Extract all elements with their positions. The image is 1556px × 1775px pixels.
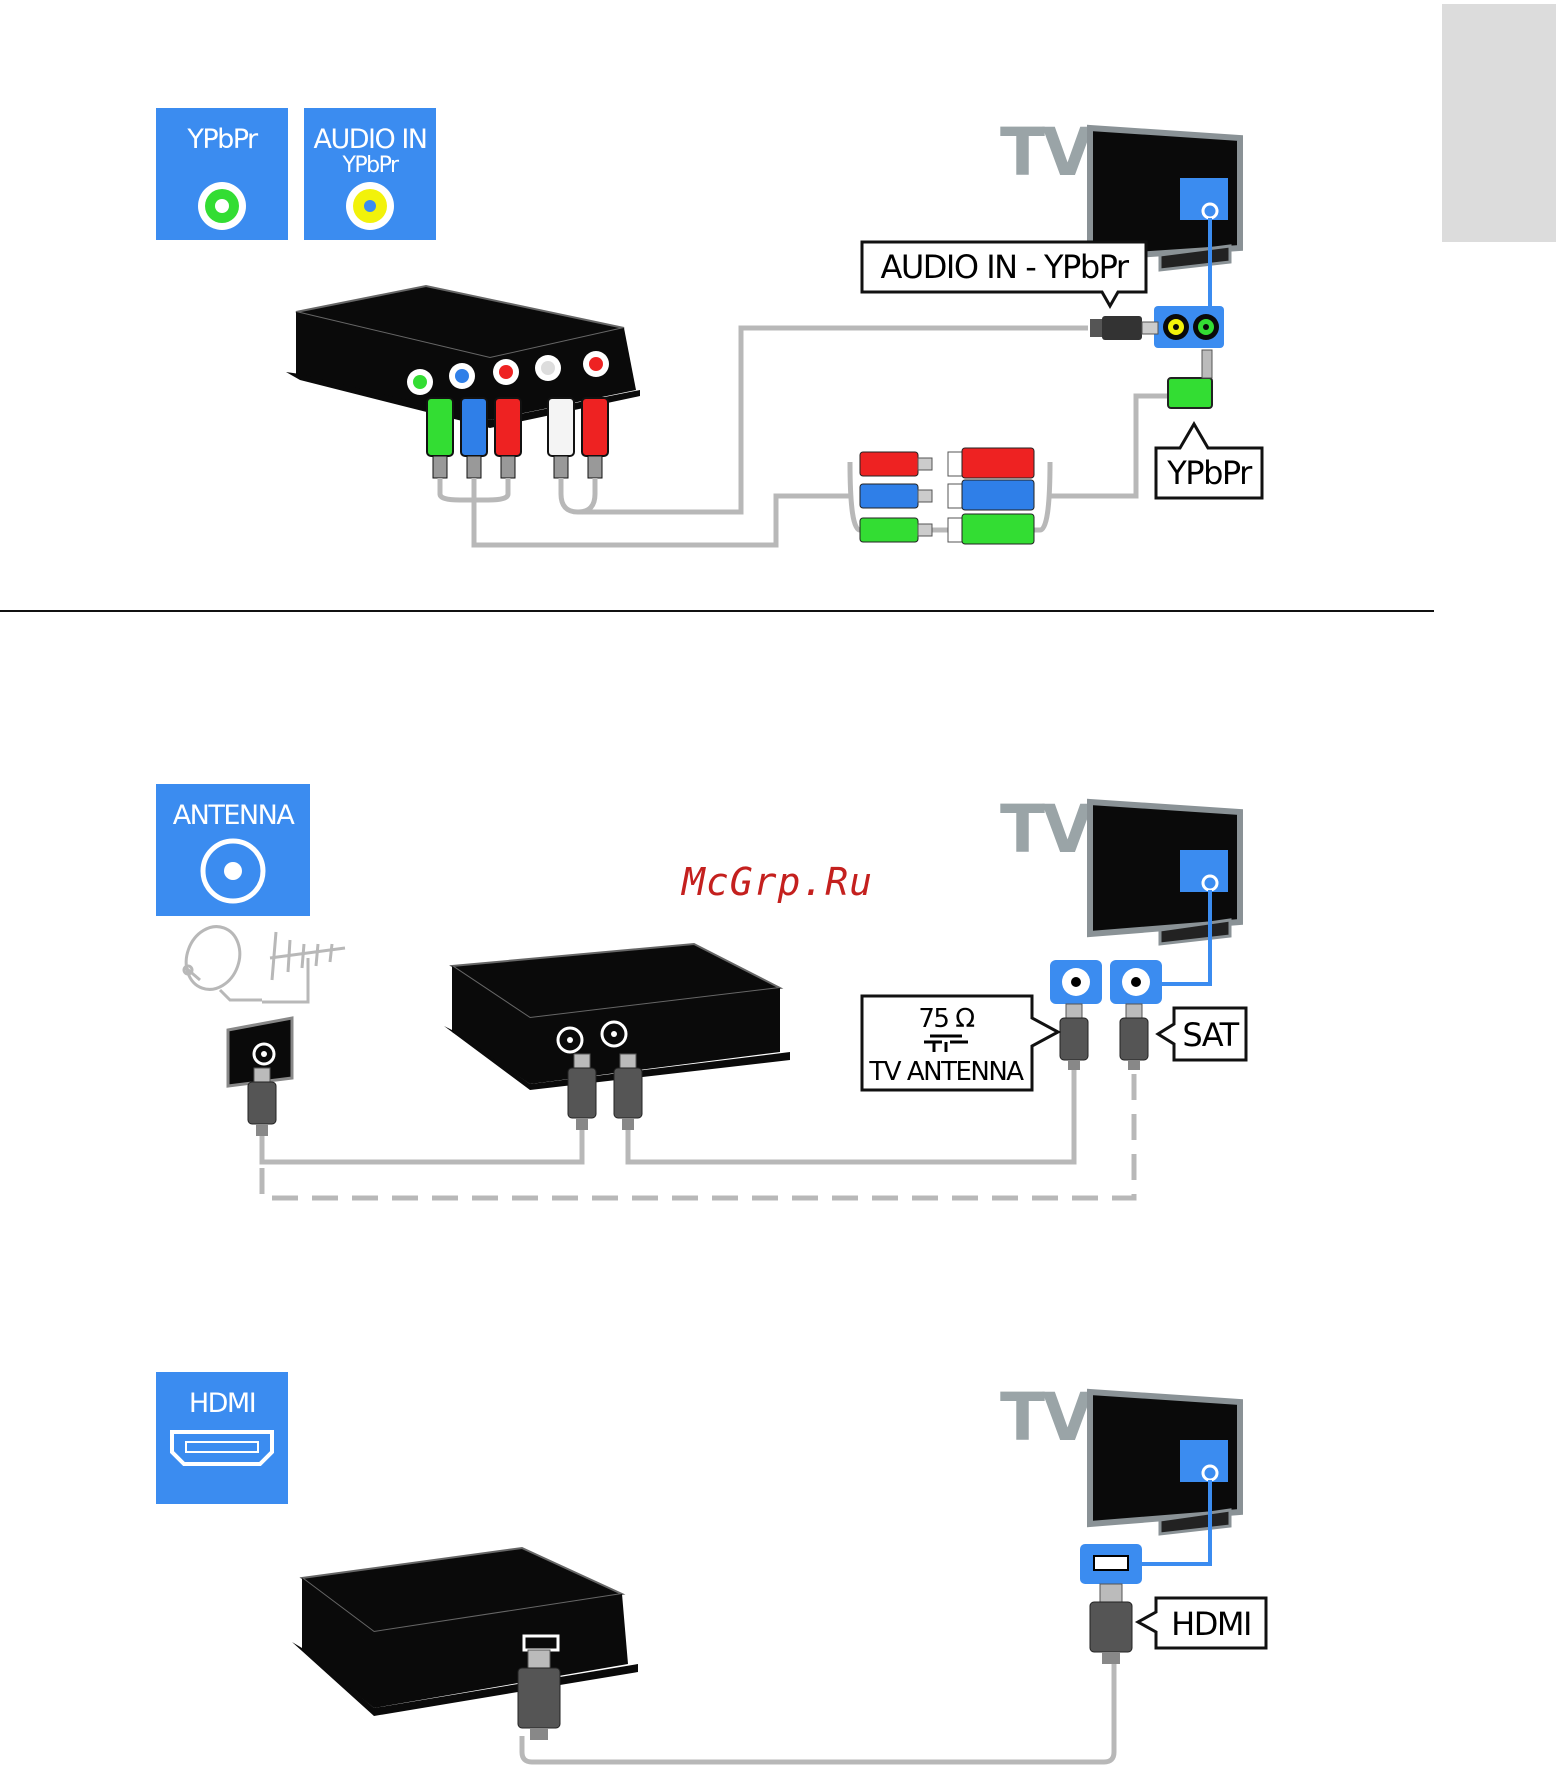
audio-in-ypbpr-port-tile: AUDIO IN YPbPr xyxy=(304,108,436,240)
antenna-port-tile: ANTENNA xyxy=(156,784,310,916)
antenna-tile-label: ANTENNA xyxy=(173,800,296,831)
ypbpr-tile-label: YPbPr xyxy=(186,124,259,155)
tv-label: TV xyxy=(1000,114,1093,191)
tv-icon-antenna xyxy=(1090,802,1240,944)
callout-sat: SAT xyxy=(1158,1008,1246,1060)
terrestrial-antenna-icon xyxy=(262,932,345,1002)
audio-tile-label-line1: AUDIO IN xyxy=(314,124,427,155)
hdmi-source-device xyxy=(292,1548,638,1716)
callout-audio-in-ypbpr: AUDIO IN - YPbPr xyxy=(862,242,1146,306)
ypbpr-green-adapter-plug xyxy=(1168,350,1212,408)
callout-tv-antenna-line2: TV ANTENNA xyxy=(868,1057,1024,1087)
callout-hdmi: HDMI xyxy=(1138,1598,1266,1648)
callout-audio-in-ypbpr-text: AUDIO IN - YPbPr xyxy=(880,248,1129,286)
callout-sat-text: SAT xyxy=(1182,1016,1239,1054)
tv-ypbpr-jack-panel xyxy=(1154,306,1224,348)
hdmi-connection-diagram: HDMI TV HDMI xyxy=(0,1360,1556,1775)
ypbpr-port-tile: YPbPr xyxy=(156,108,288,240)
green-rca-jack-icon xyxy=(198,182,246,230)
audio-tile-label-line2: YPbPr xyxy=(341,153,400,178)
ypbpr-connection-diagram: YPbPr AUDIO IN YPbPr TV xyxy=(0,0,1556,600)
tv-icon-hdmi xyxy=(1090,1392,1240,1534)
antenna-connection-diagram: ANTENNA TV xyxy=(0,780,1556,1240)
tv-label-hdmi: TV xyxy=(1000,1379,1093,1456)
tv-label-antenna: TV xyxy=(1000,791,1093,868)
hdmi-tile-label: HDMI xyxy=(189,1388,255,1419)
audio-mini-plug xyxy=(1090,316,1158,340)
section-divider xyxy=(0,610,1434,612)
tv-sat-jack xyxy=(1110,960,1162,1004)
callout-tv-antenna-line1: 75 Ω xyxy=(918,1004,974,1034)
tv-hdmi-jack xyxy=(1080,1544,1142,1584)
tv-antenna-jack xyxy=(1050,960,1102,1004)
satellite-dish-icon xyxy=(178,919,262,1000)
callout-ypbpr: YPbPr xyxy=(1156,424,1262,498)
yellow-audio-jack-icon xyxy=(346,182,394,230)
hdmi-port-tile: HDMI xyxy=(156,1372,288,1504)
callout-hdmi-text: HDMI xyxy=(1171,1605,1251,1643)
watermark-text: McGrp.Ru xyxy=(682,860,882,904)
callout-tv-antenna: 75 Ω TV ANTENNA xyxy=(862,996,1058,1090)
callout-ypbpr-text: YPbPr xyxy=(1166,454,1253,492)
